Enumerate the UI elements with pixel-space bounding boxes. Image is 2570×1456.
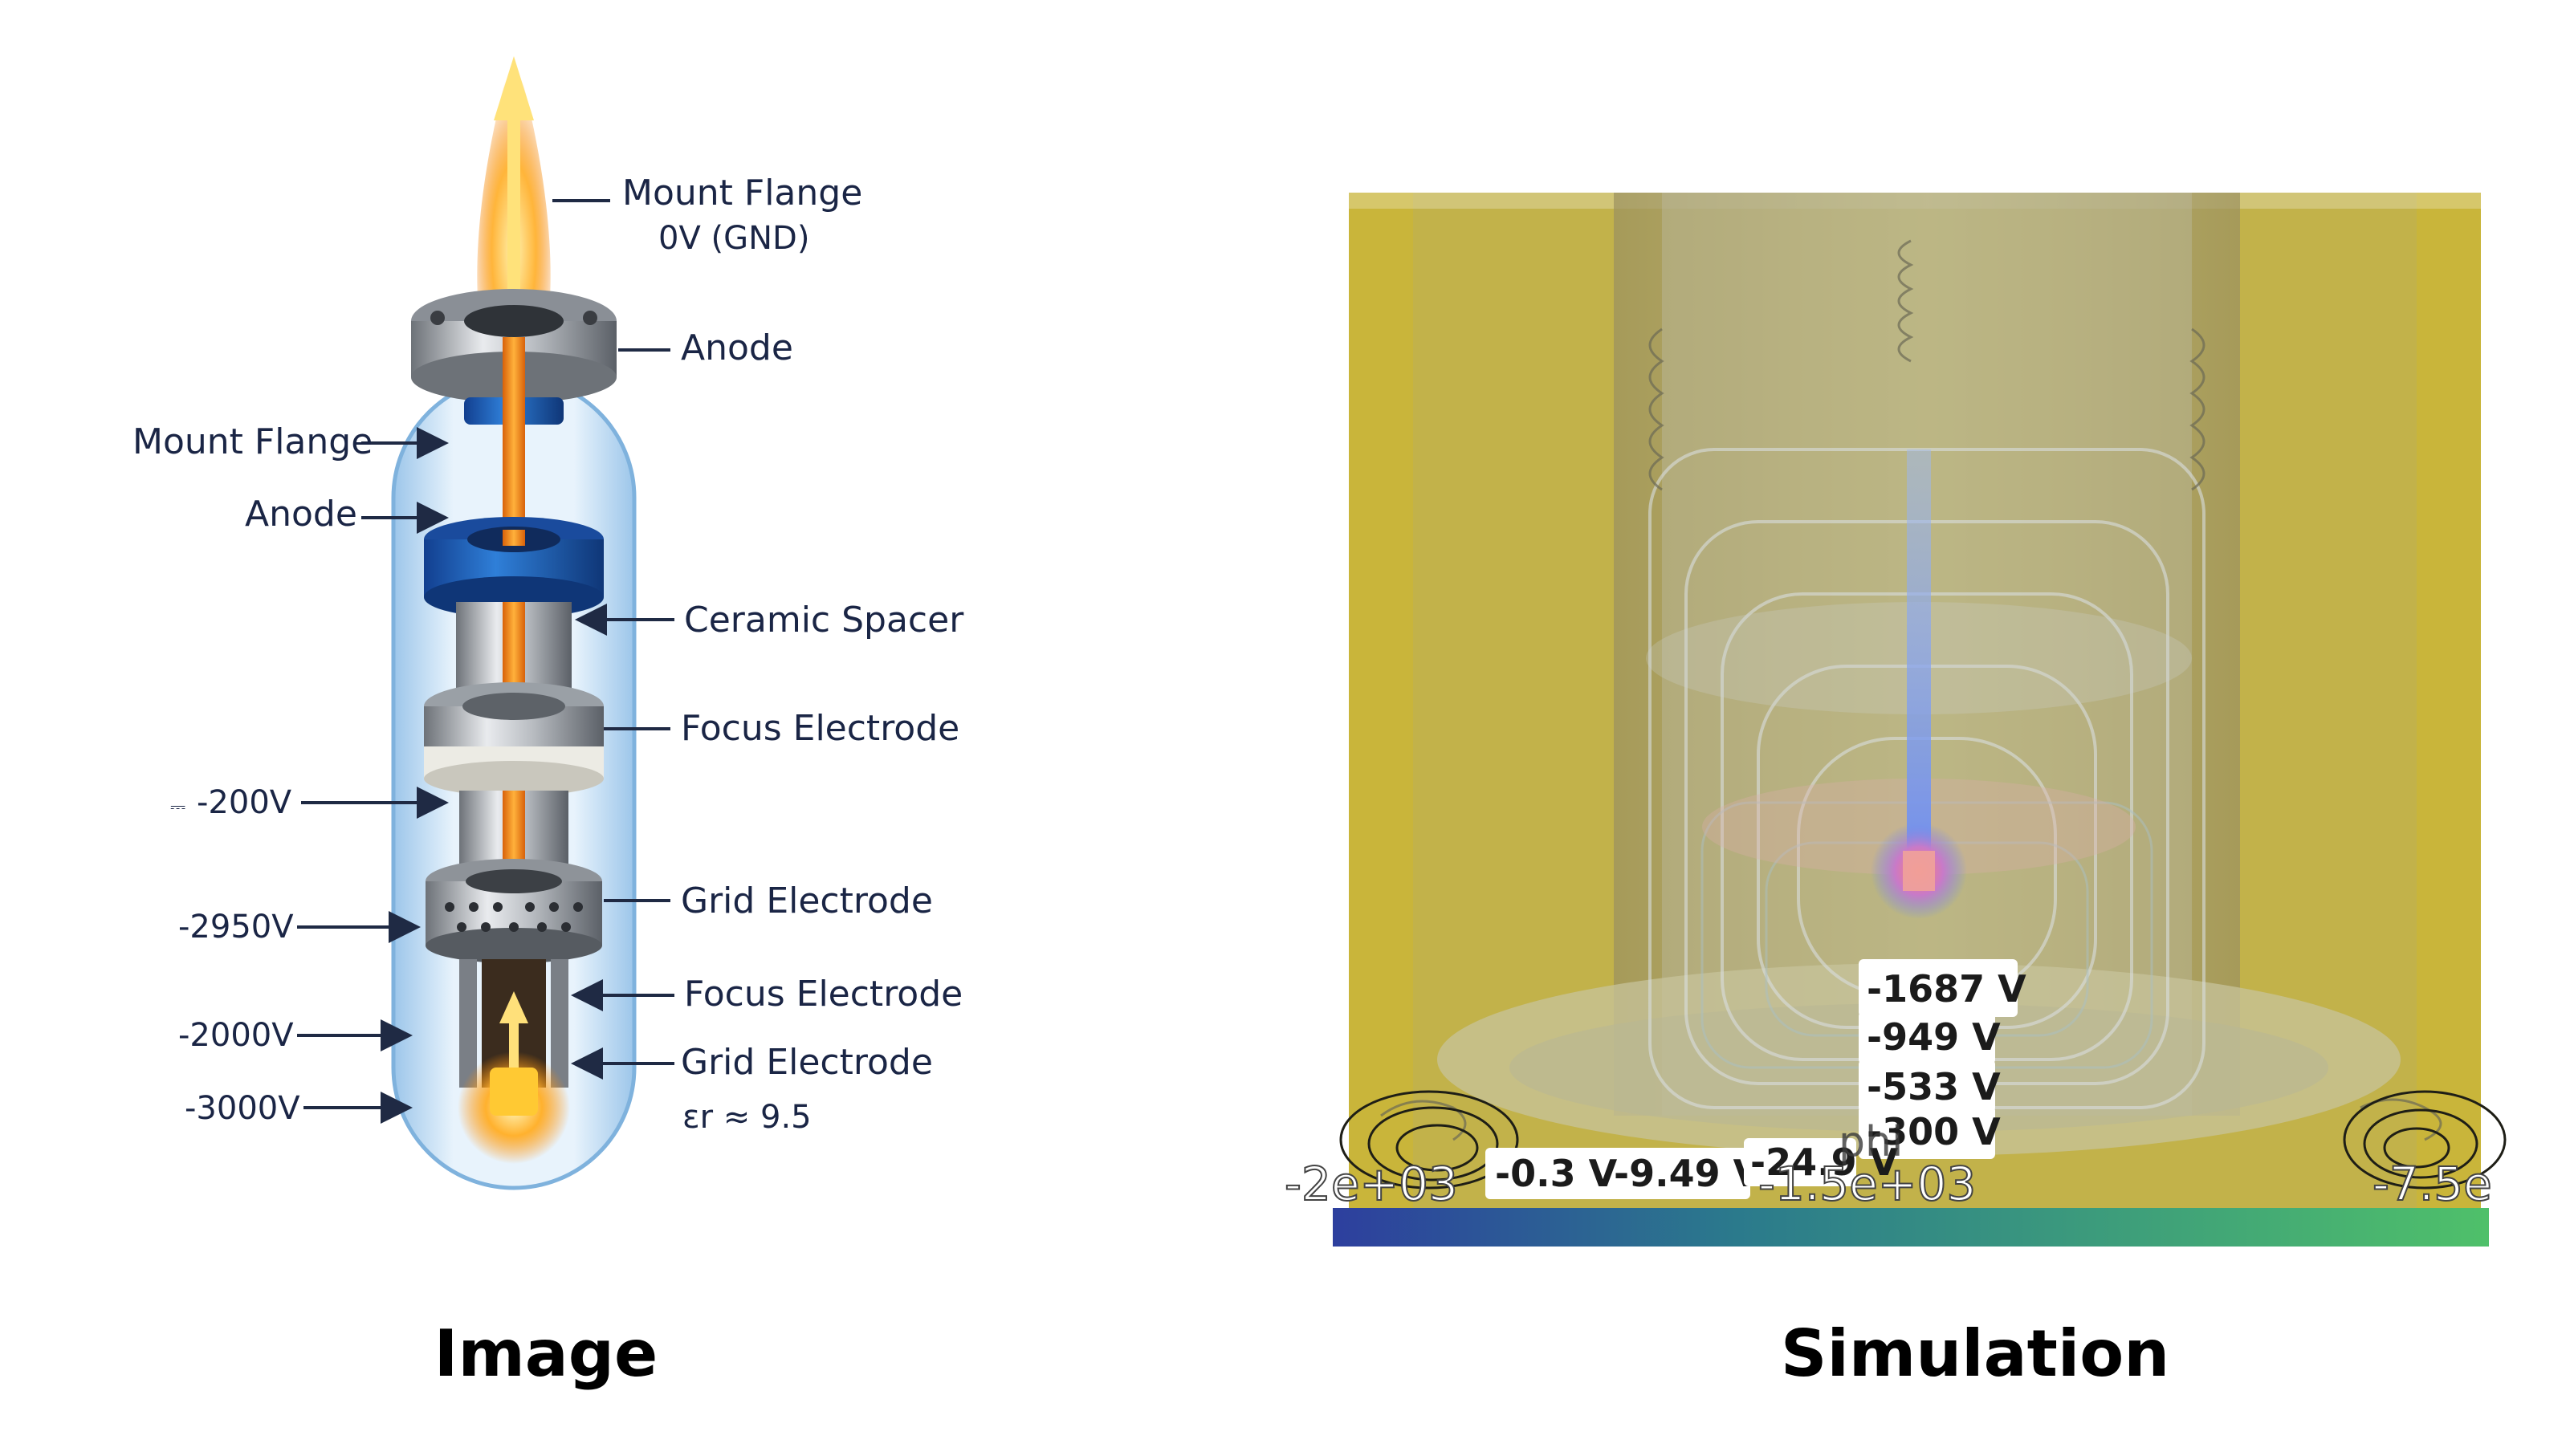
colorbar-tick-mid: -1.5e+03 (1758, 1157, 1976, 1211)
label-v-200: -200V (197, 784, 292, 821)
label-focus-electrode-1: Focus Electrode (681, 708, 959, 749)
colorbar-tick-right: -7.5e (2372, 1157, 2492, 1211)
label-focus-electrode-2: Focus Electrode (684, 974, 963, 1015)
cathode-emitter (490, 1068, 538, 1116)
label-mount-flange-left: Mount Flange (132, 421, 373, 462)
illustration-panel: Mount Flange 0V (GND) Anode Mount Flange… (132, 48, 964, 1190)
colorbar-tick-left: -2e+03 (1285, 1157, 1458, 1211)
contour-label-949: -949 V (1867, 1015, 2001, 1059)
label-mount-flange-top-sub: 0V (GND) (658, 220, 809, 257)
label-v-2950: -2950V (178, 909, 294, 946)
contour-label-1687: -1687 V (1867, 967, 2026, 1011)
contour-label-03: -0.3 V (1495, 1152, 1618, 1195)
contour-label-249: -24.9 V (1750, 1141, 1899, 1184)
label-epsilon: εr ≈ 9.5 (682, 1099, 812, 1136)
contour-label-949b: -9.49 V (1614, 1152, 1762, 1195)
label-anode-left: Anode (245, 494, 357, 535)
grid-perforations (445, 902, 583, 932)
caption-simulation: Simulation (1780, 1316, 2170, 1391)
simulation-render: -1687 V -949 V -533 V -300 V -0.3 V -9.4… (1284, 193, 2507, 1247)
emission-arrow-icon (499, 991, 528, 1068)
label-v-200-prefix: ⎓ (170, 795, 185, 818)
label-v-2000: -2000V (178, 1017, 294, 1054)
field-name-phi: phi (1839, 1118, 1903, 1166)
beam-stream (1907, 449, 1931, 851)
contour-label-300: -300 V (1867, 1110, 2001, 1153)
electron-gun-illustration: Mount Flange 0V (GND) Anode Mount Flange… (132, 48, 964, 1190)
label-ceramic-spacer: Ceramic Spacer (684, 600, 964, 641)
simulation-panel: -1687 V -949 V -533 V -300 V -0.3 V -9.4… (1284, 0, 2570, 1456)
label-grid-electrode-1: Grid Electrode (681, 881, 933, 921)
corner-contours (1339, 1090, 2507, 1190)
label-grid-electrode-2: Grid Electrode (681, 1042, 933, 1083)
contour-label-533: -533 V (1867, 1065, 2001, 1108)
label-mount-flange-top: Mount Flange (622, 173, 862, 214)
beam-arrow-icon (494, 56, 534, 337)
label-anode-top: Anode (681, 327, 793, 368)
caption-image: Image (434, 1316, 658, 1391)
colorbar (1333, 1208, 2489, 1247)
label-v-3000: -3000V (185, 1090, 300, 1127)
